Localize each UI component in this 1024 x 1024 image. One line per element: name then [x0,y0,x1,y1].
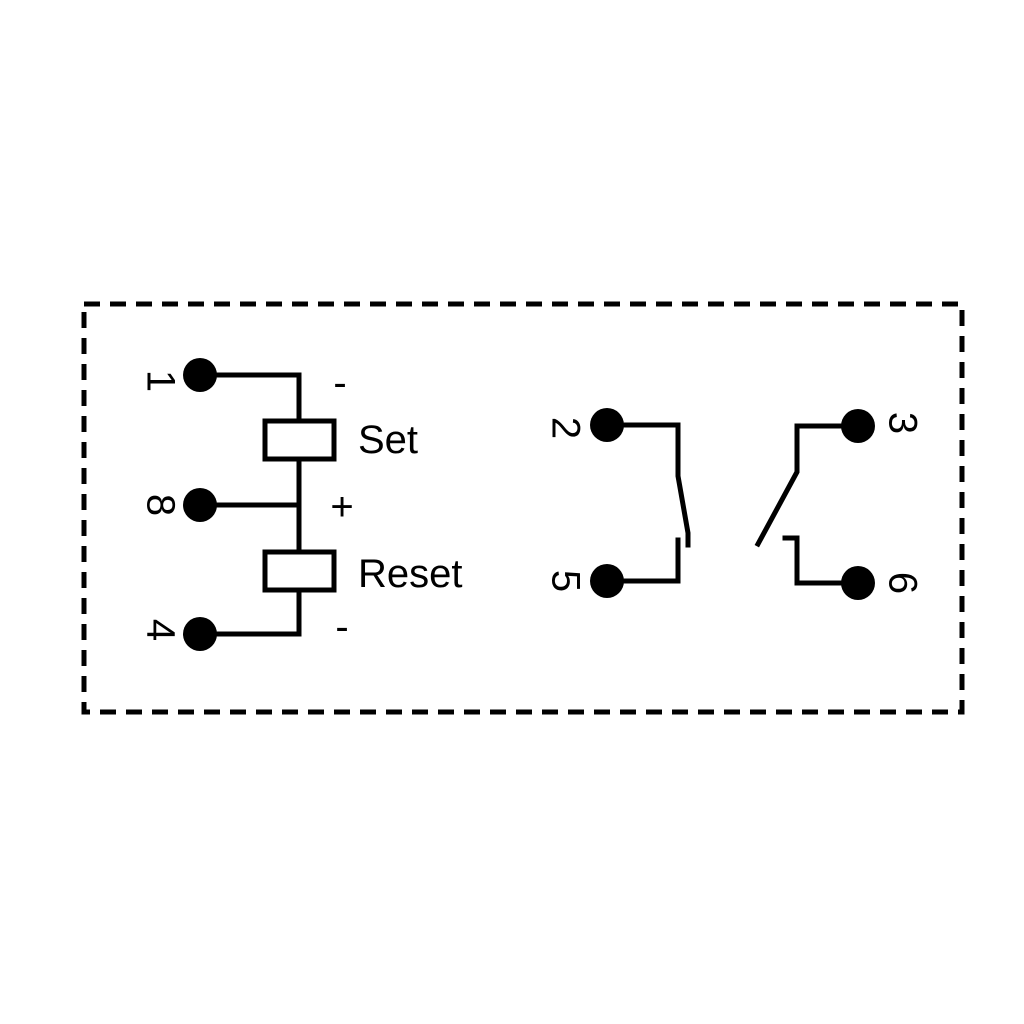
set-coil [262,418,337,462]
pin-number-5: 5 [543,570,587,592]
terminal-6 [841,566,875,600]
set-coil-label: Set [358,418,418,462]
terminal-4 [183,617,217,651]
pin-4-polarity: - [335,605,348,649]
pin-1-polarity: - [333,361,346,405]
terminal-3 [841,409,875,443]
terminal-2 [590,408,624,442]
terminal-8 [183,488,217,522]
terminal-1 [183,358,217,392]
contact-2-wire [604,422,691,548]
contact-6-wire [782,535,861,586]
relay-enclosure [81,301,965,715]
reset-coil [262,549,337,593]
pin-number-2: 2 [543,417,587,439]
pin-number-8: 8 [138,494,182,516]
terminal-5 [590,564,624,598]
pin-number-6: 6 [880,572,924,594]
reset-coil-label: Reset [358,552,463,596]
contact-5-wire [604,537,681,584]
contact-3-wire [754,423,861,548]
pin-8-polarity: + [330,485,353,529]
pin-number-4: 4 [138,619,182,641]
pin-number-3: 3 [880,412,924,434]
pin-number-1: 1 [138,370,182,392]
